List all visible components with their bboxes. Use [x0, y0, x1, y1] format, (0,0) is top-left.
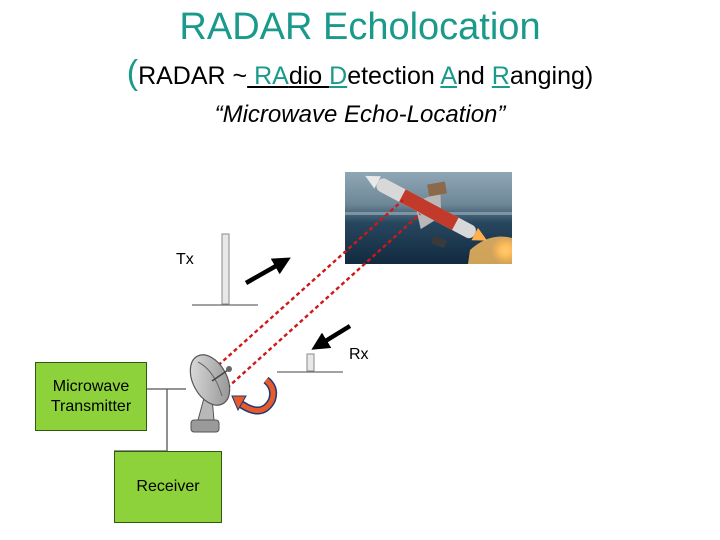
tx-antenna: [192, 233, 258, 306]
tagline: “Microwave Echo-Location”: [214, 101, 506, 128]
rx-direction-arrow: [311, 324, 352, 350]
outgoing-beam: [212, 199, 404, 371]
reflected-beam: [226, 213, 421, 389]
tx-label: Tx: [176, 251, 194, 268]
rotation-arrow-icon: [231, 376, 278, 415]
subtitle-word-ranging: Ranging: [491, 62, 585, 90]
radar-dish-icon: [189, 354, 232, 433]
missile-photo: [345, 172, 512, 264]
receiver-box: Receiver: [114, 451, 222, 523]
subtitle-word-radio: RAdio: [247, 62, 330, 90]
receiver-label: Receiver: [136, 478, 200, 495]
subtitle: (RADAR ~ RAdio Detection And Ranging): [0, 56, 720, 93]
rx-antenna: [277, 353, 343, 373]
subtitle-word-and: And: [440, 62, 492, 90]
rx-label: Rx: [349, 346, 369, 363]
subtitle-close-paren: ): [584, 62, 594, 90]
subtitle-open-paren: (: [126, 54, 139, 92]
microwave-transmitter-box: Microwave Transmitter: [35, 362, 147, 431]
page-title: RADAR Echolocation: [179, 6, 541, 48]
tx-direction-arrow: [244, 257, 291, 285]
transmitter-label-line2: Transmitter: [50, 397, 132, 415]
subtitle-lead: RADAR ~: [138, 62, 248, 90]
subtitle-word-detection: Detection: [329, 62, 441, 90]
transmitter-label-line1: Microwave: [52, 377, 130, 395]
